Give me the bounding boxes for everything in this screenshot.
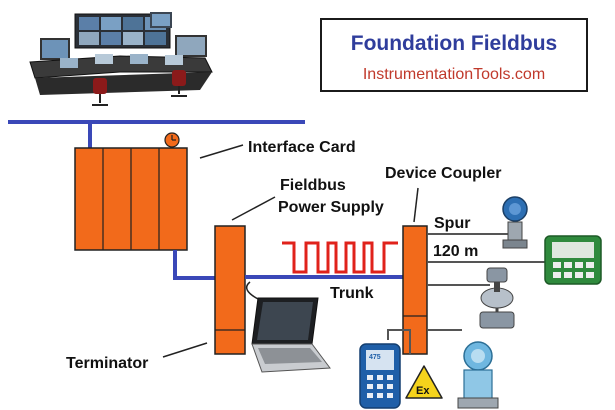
spur-label: Spur [434, 215, 470, 232]
spur-wire-5 [387, 329, 411, 354]
interface-card-pointer [199, 144, 244, 159]
fieldbus-power-supply [214, 225, 246, 355]
fieldbus-signal-wave [282, 241, 398, 274]
device-coupler-label: Device Coupler [385, 165, 501, 182]
device-coupler [402, 225, 428, 355]
handheld-brand-text: 475 [369, 354, 381, 361]
control-room-icon [29, 12, 213, 106]
level-transmitter-icon [457, 341, 499, 409]
calibrator-icon [544, 235, 602, 285]
power-supply-label-line2: Power Supply [278, 199, 384, 216]
interface-card-rack [74, 147, 188, 251]
explosion-proof-icon [405, 365, 443, 399]
spur-length-label: 120 m [433, 243, 478, 260]
title-box: Foundation Fieldbus InstrumentationTools… [320, 18, 588, 92]
trunk-label: Trunk [330, 285, 374, 302]
rack-to-supply-line [173, 250, 215, 280]
terminator-label: Terminator [66, 355, 148, 372]
laptop-icon [245, 281, 331, 373]
handheld-communicator-icon: 475 [359, 343, 401, 409]
interface-card-label: Interface Card [248, 139, 356, 156]
control-valve-icon [479, 267, 515, 329]
clock-icon [164, 132, 180, 148]
ex-badge-text: Ex [416, 385, 430, 397]
pressure-transmitter-icon [502, 196, 528, 249]
power-supply-label-line1: Fieldbus [280, 177, 346, 194]
terminator-pointer [162, 342, 208, 358]
source-label: InstrumentationTools.com [362, 66, 546, 83]
device-coupler-pointer [413, 187, 419, 223]
page-title: Foundation Fieldbus [350, 32, 558, 55]
power-supply-pointer [231, 196, 276, 221]
